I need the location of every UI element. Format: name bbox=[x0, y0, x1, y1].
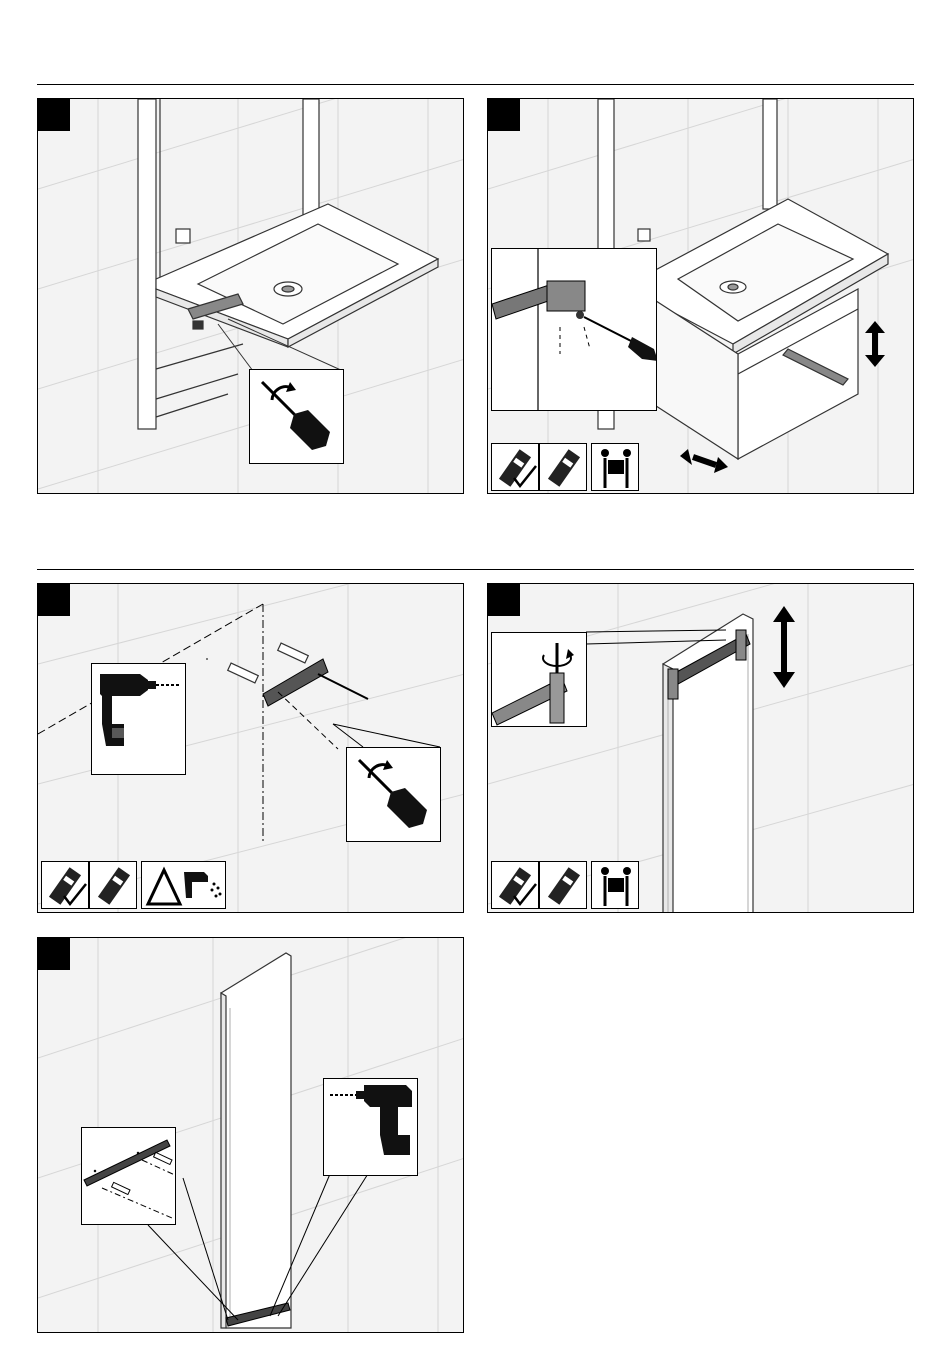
spirit-level-icon bbox=[539, 443, 587, 491]
step-5-rail-inset bbox=[81, 1127, 176, 1225]
double-arrow-icon bbox=[680, 449, 728, 473]
step-2-number-badge bbox=[488, 99, 520, 131]
step-4-panel bbox=[487, 583, 914, 913]
step-1-screwdriver-inset bbox=[249, 369, 344, 464]
screwdriver-icon bbox=[347, 748, 441, 842]
step-2-screwdriver-inset bbox=[491, 248, 657, 411]
spirit-level-icon bbox=[539, 861, 587, 909]
double-arrow-icon bbox=[865, 321, 885, 367]
step-3-panel bbox=[37, 583, 464, 913]
spirit-level-check-icon bbox=[491, 443, 539, 491]
tall-cabinet bbox=[221, 953, 291, 1328]
drilling-dust-warning-icon bbox=[141, 861, 226, 909]
step-1-number-badge bbox=[38, 99, 70, 131]
step-4-number-badge bbox=[488, 584, 520, 616]
spirit-level-check-icon bbox=[41, 861, 89, 909]
step-3-number-badge bbox=[38, 584, 70, 616]
step-5-drill-inset bbox=[323, 1078, 418, 1176]
step-5-number-badge bbox=[38, 938, 70, 970]
two-person-lift-icon bbox=[591, 861, 639, 909]
step-5-panel bbox=[37, 937, 464, 1333]
drill-icon bbox=[324, 1079, 418, 1176]
step-3-screwdriver-inset bbox=[346, 747, 441, 842]
screwdriver-icon bbox=[492, 249, 657, 411]
section-rule-middle bbox=[37, 569, 914, 570]
step-3-drill-inset bbox=[91, 663, 186, 775]
step-1-panel bbox=[37, 98, 464, 494]
section-rule-top bbox=[37, 84, 914, 85]
spirit-level-icon bbox=[89, 861, 137, 909]
spirit-level-check-icon bbox=[491, 861, 539, 909]
two-person-lift-icon bbox=[591, 443, 639, 491]
drill-icon bbox=[92, 664, 186, 775]
step-2-panel bbox=[487, 98, 914, 494]
step-4-adjustment-inset bbox=[491, 632, 587, 727]
screwdriver-icon bbox=[250, 370, 344, 464]
wall-rail bbox=[263, 659, 328, 706]
double-arrow-icon bbox=[773, 606, 795, 688]
